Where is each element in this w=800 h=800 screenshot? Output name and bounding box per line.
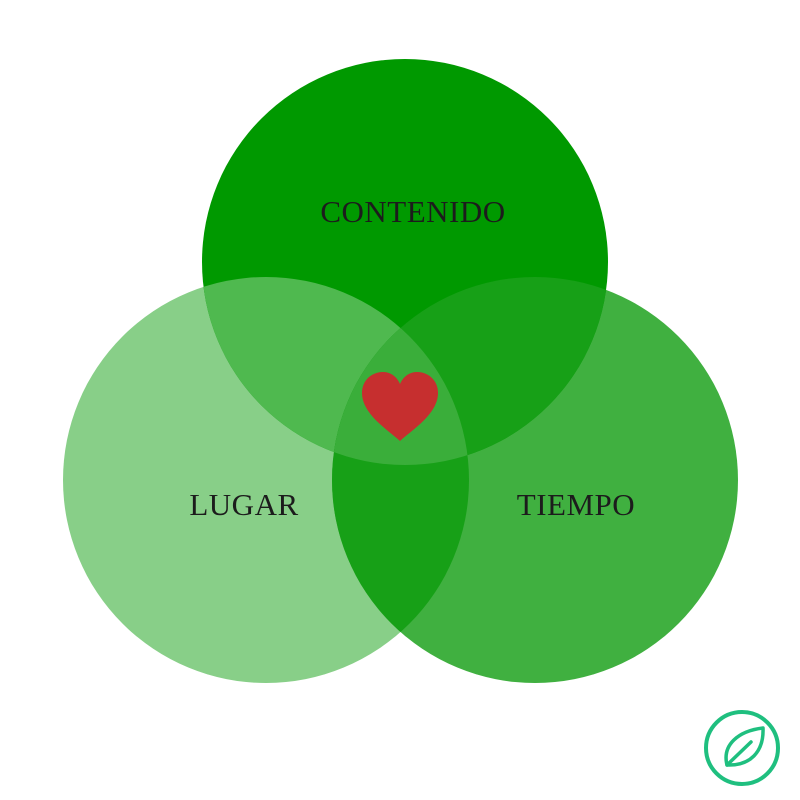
leaf-vein: [725, 740, 753, 767]
label-contenido: CONTENIDO: [320, 194, 505, 229]
overlap-center: [332, 277, 469, 465]
leaf-icon: [724, 726, 765, 767]
label-tiempo: TIEMPO: [517, 487, 635, 522]
logo-ring: [704, 710, 780, 786]
heart-icon: [362, 372, 438, 441]
label-lugar: LUGAR: [189, 487, 298, 522]
leaf-logo: [704, 710, 780, 786]
